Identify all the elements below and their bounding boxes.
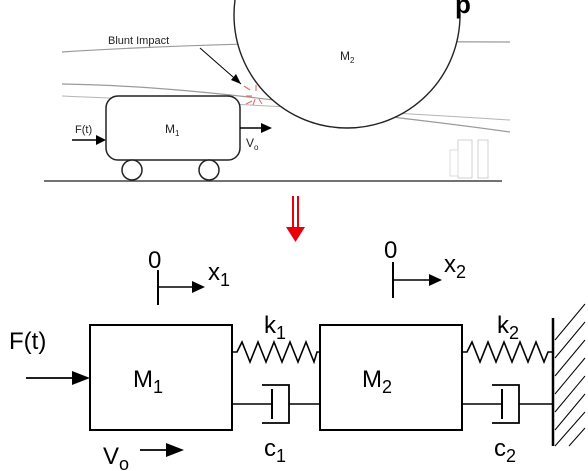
mass-block-1 — [89, 324, 233, 431]
cart-velocity-arrow-head — [261, 123, 272, 133]
force-label: F(t) — [9, 328, 46, 355]
cart-force-label: F(t) — [75, 124, 92, 136]
origin-label-right: 0 — [384, 237, 397, 264]
spring-label-1: k1 — [264, 312, 286, 343]
mass-label-1: M1 — [133, 366, 163, 397]
x1-label: x1 — [208, 259, 230, 290]
landing-gear-outline — [449, 149, 459, 177]
velocity-arrow-head — [166, 443, 184, 457]
impact-pointer-head — [231, 74, 241, 84]
large-mass-body — [233, 0, 461, 129]
damper-label-1: c1 — [264, 435, 286, 466]
cart-wheel — [121, 159, 143, 181]
transition-arrow — [286, 196, 305, 242]
mass-label-2: M2 — [362, 366, 392, 397]
origin-label-left: 0 — [148, 247, 161, 274]
force-arrow-head — [72, 371, 90, 385]
impact-illustration: p Blunt Impact M2 M1 F(t) Vo — [44, 0, 510, 182]
impact-burst-icon — [243, 85, 263, 106]
landing-gear-outline — [457, 139, 473, 179]
wall-hatching — [554, 303, 586, 447]
cart-force-arrow-head — [96, 135, 106, 145]
x2-arrow-head — [429, 274, 442, 286]
impact-label: Blunt Impact — [108, 35, 169, 47]
x1-arrow-head — [192, 281, 205, 293]
lumped-model: 0 x1 0 x2 F(t) M1 M2 k1 c1 k2 — [9, 237, 586, 471]
spring-2 — [462, 339, 553, 365]
cart-velocity-label: Vo — [246, 136, 259, 152]
illustration-title-fragment: p — [455, 0, 471, 19]
landing-gear-outline — [477, 139, 489, 179]
x2-label: x2 — [444, 251, 466, 282]
spring-1 — [232, 339, 320, 365]
velocity-label: Vo — [103, 443, 129, 471]
cart-wheel — [198, 159, 220, 181]
mass-block-2 — [319, 324, 463, 431]
cart-mass-label: M1 — [165, 122, 180, 138]
large-mass-label: M2 — [340, 49, 355, 65]
damper-label-2: c2 — [494, 435, 516, 466]
spring-label-2: k2 — [497, 312, 519, 343]
